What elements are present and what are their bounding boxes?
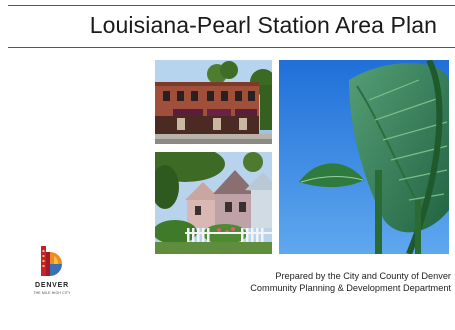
logo-wordmark: DENVER [35, 282, 69, 289]
credits: Prepared by the City and County of Denve… [250, 270, 451, 294]
page-title: Louisiana-Pearl Station Area Plan [89, 12, 437, 38]
credits-line-2: Community Planning & Development Departm… [250, 283, 451, 293]
photo-houses [155, 152, 272, 254]
title-underline [8, 47, 455, 48]
photo-sculpture [279, 60, 449, 254]
top-rule [8, 5, 455, 6]
credits-line-1: Prepared by the City and County of Denve… [275, 271, 451, 281]
photo-building [155, 60, 272, 144]
logo-tagline: THE MILE HIGH CITY [33, 291, 71, 295]
denver-logo[interactable] [26, 242, 78, 294]
